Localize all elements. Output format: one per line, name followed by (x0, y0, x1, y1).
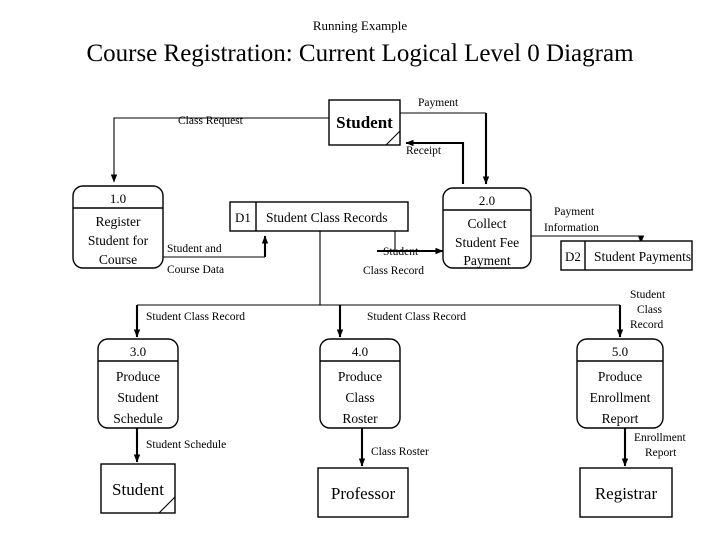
process-number-1: 1.0 (110, 191, 126, 206)
entity-student-top[interactable]: Student (328, 99, 401, 146)
datastore-name-d1: Student Class Records (266, 210, 388, 225)
process-name-1-line-2: Student for (88, 233, 149, 248)
flow-label-student-class-record-p5-3: Record (630, 319, 663, 331)
process-number-3: 3.0 (130, 344, 146, 359)
flow-label-student-and-course-data-2: Course Data (167, 264, 224, 276)
process-name-2-line-1: Collect (468, 216, 507, 231)
process-name-1-line-1: Register (96, 214, 141, 229)
flow-label-student-class-record-p2-2: Class Record (363, 265, 424, 277)
flow-receipt: Receipt (405, 139, 465, 184)
flow-class-request: Class Request (110, 115, 329, 183)
process-name-4-line-2: Class (345, 390, 374, 405)
process-number-5: 5.0 (612, 344, 628, 359)
datastore-code-d1: D1 (235, 210, 251, 225)
flow-label-class-roster: Class Roster (371, 446, 429, 458)
process-5-produce-enrollment-report[interactable]: 5.0 Produce Enrollment Report (576, 338, 664, 429)
process-name-4-line-3: Roster (342, 411, 378, 426)
process-name-3-line-1: Produce (116, 369, 160, 384)
flow-label-student-class-record-p3: Student Class Record (146, 311, 245, 323)
diagram-subtitle: Running Example (312, 18, 408, 33)
flow-label-student-class-record-p5-1: Student (630, 289, 666, 301)
process-2-collect-student-fee-payment[interactable]: 2.0 Collect Student Fee Payment (442, 187, 532, 269)
flow-student-class-record-bus: Student Class Record Student Class Recor… (133, 231, 666, 338)
process-3-produce-student-schedule[interactable]: 3.0 Produce Student Schedule (97, 338, 179, 429)
entity-student-bottom[interactable]: Student (100, 463, 176, 514)
flow-class-roster: Class Roster (358, 428, 429, 467)
datastore-name-d2: Student Payments (594, 249, 691, 264)
flow-enrollment-report: Enrollment Report (621, 428, 687, 467)
process-name-4-line-1: Produce (338, 369, 382, 384)
process-number-2: 2.0 (479, 193, 495, 208)
process-name-3-line-3: Schedule (113, 411, 163, 426)
flow-label-student-class-record-p4: Student Class Record (367, 311, 466, 323)
flow-label-enrollment-report-1: Enrollment (634, 432, 687, 444)
entity-registrar[interactable]: Registrar (579, 467, 673, 518)
flow-student-schedule: Student Schedule (133, 428, 226, 463)
process-1-register-student-for-course[interactable]: 1.0 Register Student for Course (72, 185, 164, 269)
process-name-5-line-1: Produce (598, 369, 642, 384)
entity-label-student-top: Student (336, 113, 393, 132)
process-name-1-line-3: Course (99, 252, 137, 267)
flow-label-class-request: Class Request (178, 115, 244, 127)
flow-label-student-schedule: Student Schedule (146, 439, 226, 451)
flow-label-enrollment-report-2: Report (645, 447, 677, 459)
process-name-3-line-2: Student (117, 390, 159, 405)
flow-label-payment-information-2: Information (544, 222, 599, 234)
page-title: Course Registration: Current Logical Lev… (86, 40, 634, 67)
datastore-d2-student-payments[interactable]: D2 Student Payments (560, 240, 693, 271)
process-name-5-line-3: Report (602, 411, 639, 426)
flow-label-student-and-course-data-1: Student and (167, 243, 222, 255)
flow-label-payment-information-1: Payment (554, 206, 595, 218)
flow-payment: Payment (400, 97, 490, 185)
entity-professor[interactable]: Professor (317, 467, 409, 518)
flow-student-class-record-to-p2: Student Class Record (363, 231, 444, 277)
process-name-5-line-2: Enrollment (590, 390, 651, 405)
entity-label-registrar: Registrar (595, 484, 658, 503)
datastore-d1-student-class-records[interactable]: D1 Student Class Records (229, 201, 409, 232)
flow-label-payment: Payment (418, 97, 459, 109)
flow-payment-information: Payment Information (531, 206, 645, 244)
entity-label-professor: Professor (331, 484, 396, 503)
process-number-4: 4.0 (352, 344, 368, 359)
datastore-code-d2: D2 (565, 249, 581, 264)
flow-label-student-class-record-p5-2: Class (637, 304, 662, 316)
flow-label-receipt: Receipt (406, 145, 442, 157)
process-name-2-line-2: Student Fee (455, 235, 519, 250)
flow-label-student-class-record-p2-1: Student (383, 246, 419, 258)
flow-student-and-course-data: Student and Course Data (163, 235, 269, 276)
process-4-produce-class-roster[interactable]: 4.0 Produce Class Roster (319, 338, 401, 429)
entity-label-student-bottom: Student (112, 480, 164, 499)
process-name-2-line-3: Payment (463, 253, 510, 268)
